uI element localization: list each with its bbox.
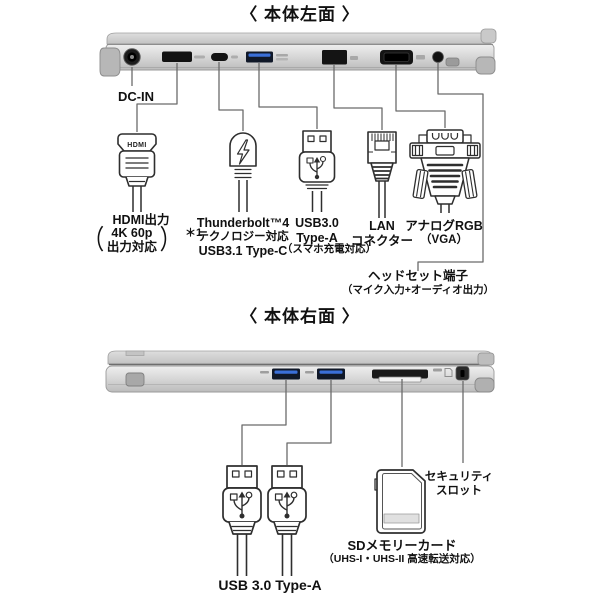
laptop-right-side-view [105, 350, 495, 393]
hdmi-paren-close: ） [159, 225, 182, 255]
security-slot-label: セキュリティ スロット [425, 471, 493, 498]
sd-card-icon [374, 469, 426, 534]
leader-lines-left [131, 62, 484, 271]
usb-a-plug-icon-1 [222, 465, 262, 576]
vga-plug-icon [409, 129, 481, 213]
usb-a-port-2 [305, 368, 345, 380]
usb-a-port-1 [260, 368, 300, 380]
security-label-line2: スロット [436, 484, 482, 497]
lan-port [322, 50, 358, 65]
security-lock-slot [455, 366, 470, 381]
thunderbolt-label-line3: USB3.1 Type-C [198, 244, 288, 259]
hdmi-port-mark [194, 55, 205, 59]
usb-trident-icon [306, 155, 327, 180]
thunderbolt-plug-icon [229, 132, 257, 212]
sd-logo-mark [433, 368, 453, 377]
usb-a-label-note: （スマホ充電対応） [281, 243, 377, 255]
leader-line-usb-1 [241, 380, 287, 465]
dc-in-label: DC-IN [117, 89, 155, 104]
leader-lines-right [241, 379, 464, 467]
right-side-ports [260, 366, 470, 383]
leader-line-headset [417, 63, 484, 271]
headset-label-line1: ヘッドセット端子 [367, 269, 468, 283]
leader-line-lan [333, 65, 383, 130]
hinge-foot [474, 377, 495, 393]
hdmi-port [162, 51, 192, 62]
hdmi-spec-line1: 4K 60p [111, 225, 153, 240]
usb-a-label-line2: Type-A [296, 230, 338, 245]
front-latch [125, 372, 145, 387]
left-section-title: 〈 本体左面 〉 [240, 5, 360, 24]
leader-line-usb-2 [286, 380, 332, 465]
hdmi-paren-open: （ [82, 225, 105, 255]
hdmi-label-title: HDMI出力 [112, 213, 170, 227]
headset-jack [432, 51, 444, 63]
headset-label-line2: （マイク入力+オーディオ出力） [341, 283, 495, 296]
hdmi-label: HDMI出力 （ 4K 60p 出力対応 ） ＊1 [80, 213, 202, 254]
usb-c-port [211, 53, 228, 61]
vga-label: アナログRGB （VGA） [405, 219, 483, 247]
sd-card-label-line1: SDメモリーカード [347, 538, 457, 553]
thunderbolt-label: Thunderbolt™4 テクノロジー対応 USB3.1 Type-C [197, 216, 289, 259]
hdmi-spec-line2: 出力対応 [106, 239, 157, 254]
thunderbolt-icon [236, 139, 250, 165]
hdmi-plug-text: HDMI [127, 142, 147, 149]
thunderbolt-port-mark [231, 55, 238, 59]
hdmi-footnote: ＊1 [184, 226, 203, 239]
lan-label-line2: コネクター [350, 233, 414, 248]
side-latch [445, 57, 460, 67]
sd-card-label: SDメモリーカード （UHS-I・UHS-II 高速転送対応） [323, 538, 481, 566]
leader-line-thunderbolt [218, 62, 244, 131]
headset-label: ヘッドセット端子 （マイク入力+オーディオ出力） [342, 269, 494, 296]
leader-line-hdmi [136, 63, 178, 132]
lid-notch [125, 350, 145, 356]
hdmi-plug-icon: HDMI [117, 133, 157, 212]
usb-a-plug-icon-2 [267, 465, 307, 577]
security-label-line1: セキュリティ [424, 471, 494, 483]
hinge-knuckle-right [477, 352, 495, 366]
thunderbolt-label-line2: テクノロジー対応 [197, 230, 289, 243]
hinge-foot-left [99, 47, 121, 77]
usb-a-label-line1: USB3.0 [295, 216, 339, 230]
leader-line-usb-a [258, 63, 318, 129]
leader-line-vga [395, 65, 446, 128]
hinge-foot-right [475, 56, 496, 75]
vga-label-line1: アナログRGB [405, 219, 483, 233]
lan-label-line1: LAN [369, 219, 395, 233]
right-section-title: 〈 本体右面 〉 [240, 307, 360, 326]
usb-a-plug-icon-left [298, 130, 336, 212]
usb-a-label: USB3.0 Type-A [295, 216, 339, 246]
thunderbolt-label-line1: Thunderbolt™4 [196, 216, 290, 230]
usb-bottom-label: USB 3.0 Type-A [218, 577, 322, 593]
usb-trident-icon [229, 491, 253, 519]
dc-in-port [123, 48, 141, 66]
usb-a-port [246, 51, 288, 63]
left-side-ports [123, 48, 460, 67]
sd-card-slot [372, 369, 428, 383]
lan-plug-icon [367, 131, 397, 218]
hinge-knuckle [480, 28, 497, 44]
lan-label: LAN コネクター [351, 219, 413, 249]
sd-card-label-line2: （UHS-I・UHS-II 高速転送対応） [323, 553, 481, 566]
vga-port [380, 50, 425, 65]
vga-label-line2: （VGA） [420, 233, 468, 246]
